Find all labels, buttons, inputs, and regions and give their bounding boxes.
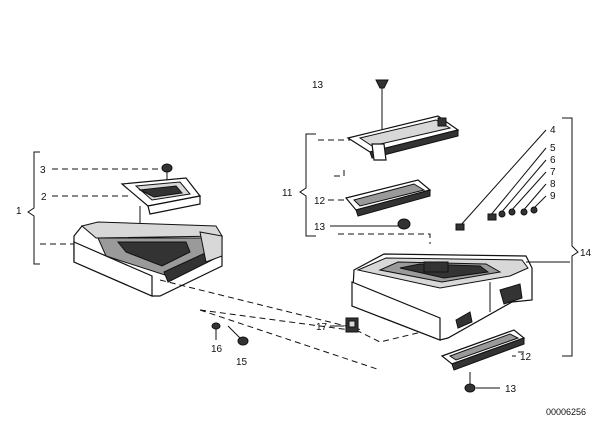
upper-tray-part-2 [52,177,202,228]
callout-1: 1 [16,206,22,217]
main-console-housing [351,253,533,341]
callout-8: 8 [550,179,556,190]
callout-14: 14 [580,248,592,259]
left-bracket-group [27,151,40,265]
callout-13-bottom: 13 [505,384,517,395]
callout-5: 5 [550,143,556,154]
callout-9: 9 [550,191,556,202]
callout-7: 7 [550,167,556,178]
callout-12-upper: 12 [314,196,326,207]
callout-3: 3 [40,165,46,176]
callout-4: 4 [550,125,556,136]
upper-assembly-outline [334,170,431,244]
small-parts-4-to-9 [455,129,547,231]
bracket-part-11 [299,133,316,237]
callout-16: 16 [211,344,223,355]
slide-part-12-upper [328,179,432,217]
callout-6: 6 [550,155,556,166]
connection-lines [159,279,431,371]
screw-part-13-bottom [464,372,500,393]
callout-13-mid: 13 [314,222,326,233]
slide-part-12-lower [440,329,526,371]
clip-part-17 [330,317,359,333]
callout-12-lower: 12 [520,352,532,363]
lower-console-part-1 [40,221,223,297]
callout-11: 11 [282,188,293,199]
bracket-part-14 [526,117,579,357]
screw-part-15 [227,325,249,346]
screw-part-16 [211,322,221,340]
drawing-number: 00006256 [546,407,586,417]
callout-2: 2 [41,192,47,203]
screw-part-13-mid [330,218,411,230]
callout-13-top: 13 [312,80,324,91]
upper-rail [318,115,460,161]
callout-15: 15 [236,357,248,368]
callout-17: 17 [316,322,328,333]
